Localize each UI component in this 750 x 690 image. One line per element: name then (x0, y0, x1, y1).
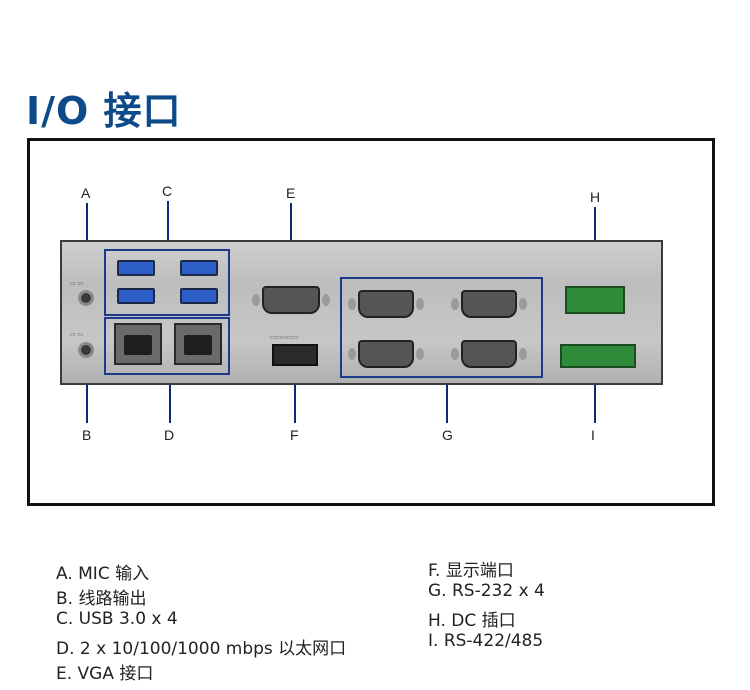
legend-item: E. VGA 接口 (56, 664, 154, 684)
legend-item: C. USB 3.0 x 4 (56, 609, 178, 629)
leader-line-D (169, 375, 171, 423)
rs422-485-terminal (560, 344, 636, 368)
leader-line-A (86, 203, 88, 276)
callout-E: E (286, 185, 296, 201)
vga-port (252, 286, 330, 314)
ethernet-port (174, 323, 222, 365)
usb-port (180, 260, 218, 276)
usb-port (117, 288, 155, 304)
ethernet-port (114, 323, 162, 365)
leader-line-I (594, 370, 596, 423)
rs232-group-highlight (340, 277, 543, 378)
usb-port (180, 288, 218, 304)
legend-item: D. 2 x 10/100/1000 mbps 以太网口 (56, 639, 347, 659)
ethernet-group-highlight (104, 317, 230, 375)
usb-group-highlight (104, 249, 230, 316)
legend-item: I. RS-422/485 (428, 631, 544, 651)
usb-port (117, 260, 155, 276)
io-diagram-frame (27, 138, 715, 506)
dc-terminal (565, 286, 625, 314)
callout-D: D (164, 427, 175, 443)
rs232-port (451, 340, 527, 368)
callout-A: A (81, 185, 91, 201)
callout-G: G (442, 427, 453, 443)
callout-I: I (591, 427, 595, 443)
panel-marking: ▭ ▭ (70, 332, 84, 338)
legend-item: G. RS-232 x 4 (428, 581, 545, 601)
panel-marking: ▭▭▭▭▭ (270, 335, 299, 341)
callout-C: C (162, 183, 173, 199)
displayport-port (272, 344, 318, 366)
page-title: I/O 接口 (26, 89, 182, 133)
callout-B: B (82, 427, 92, 443)
legend-item: B. 线路输出 (56, 589, 147, 609)
legend-item: A. MIC 输入 (56, 564, 150, 584)
line-out-jack (78, 342, 94, 358)
callout-F: F (290, 427, 299, 443)
rs232-port (451, 290, 527, 318)
leader-line-C (167, 201, 169, 249)
rs232-port (348, 290, 424, 318)
legend-item: F. 显示端口 (428, 561, 514, 581)
leader-line-B (86, 355, 88, 423)
leader-line-F (294, 365, 296, 423)
legend-item: H. DC 插口 (428, 611, 516, 631)
mic-jack (78, 290, 94, 306)
rs232-port (348, 340, 424, 368)
callout-H: H (590, 189, 601, 205)
panel-marking: ▭ ▭ (70, 281, 84, 287)
leader-line-G (446, 378, 448, 423)
